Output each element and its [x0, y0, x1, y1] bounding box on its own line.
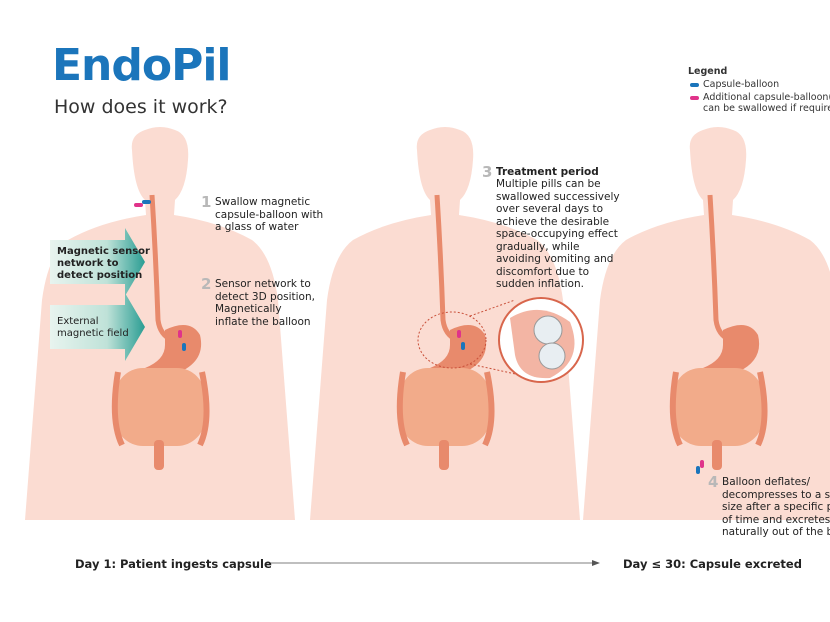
- step-text-line: a glass of water: [215, 221, 299, 233]
- step-4-number: 4: [708, 473, 719, 491]
- step-text-line: achieve the desirable: [496, 215, 610, 228]
- capsule-marker: [182, 343, 186, 351]
- step-text-line: over several days to: [496, 203, 604, 215]
- step-text-line: avoiding vomiting and: [496, 253, 614, 265]
- page-subtitle: How does it work?: [54, 96, 228, 118]
- step-3-number: 3: [482, 163, 493, 181]
- legend-swatch-additional: [690, 96, 699, 100]
- capsule-marker: [696, 466, 700, 474]
- legend-swatch-capsule: [690, 83, 699, 87]
- legend-title: Legend: [688, 66, 728, 77]
- stomach: [430, 325, 487, 376]
- legend-line2: can be swallowed if required: [703, 103, 830, 114]
- page-title: EndoPil: [52, 40, 232, 91]
- legend-line1: Additional capsule-balloon(s): [703, 92, 830, 103]
- capsule-marker: [457, 330, 461, 338]
- timeline-start: Day 1: Patient ingests capsule: [75, 557, 272, 571]
- step-text-line: Sensor network to: [215, 278, 311, 290]
- step-text-line: decompresses to a sm: [722, 488, 830, 501]
- capsule-marker: [142, 200, 151, 204]
- step-text-line: discomfort due to: [496, 265, 590, 278]
- step-2-number: 2: [201, 275, 212, 293]
- step-text-line: space-occupying effect: [496, 228, 618, 240]
- step-text-line: gradually, while: [496, 240, 580, 253]
- step-text-line: Balloon deflates/: [722, 476, 811, 488]
- step-text-line: swallowed successively: [496, 190, 620, 203]
- magnetic-field-arrow: [50, 293, 145, 361]
- step-text-line: Multiple pills can be: [496, 178, 601, 190]
- step-text-line: capsule-balloon with: [215, 208, 324, 221]
- intestines: [673, 368, 763, 446]
- intestines: [400, 368, 490, 446]
- l: Magnetic sensor: [57, 246, 150, 257]
- l: detect position: [57, 270, 143, 281]
- stomach: [703, 325, 760, 376]
- intestines: [115, 368, 205, 446]
- l: network to: [57, 258, 119, 269]
- capsule-marker: [134, 203, 143, 207]
- sensor-arrow: [50, 228, 145, 296]
- step-text-line: Magnetically: [215, 303, 282, 315]
- step-text-line: size after a specific pe: [722, 501, 830, 513]
- step-text-line: of time and excretes: [722, 513, 830, 526]
- step-3-title: Treatment period: [496, 166, 599, 178]
- l: magnetic field: [57, 328, 129, 339]
- timeline-end: Day ≤ 30: Capsule excreted: [623, 557, 802, 571]
- legend-label-capsule: Capsule-balloon: [703, 79, 780, 90]
- legend-label-additional: Additional capsule-balloon(s)can be swal…: [703, 92, 830, 114]
- capsule-marker: [178, 330, 182, 338]
- step-text-line: detect 3D position,: [215, 290, 315, 303]
- capsule-marker: [700, 460, 704, 468]
- step-text-line: inflate the balloon: [215, 315, 311, 328]
- step-text-line: sudden inflation.: [496, 278, 584, 290]
- stomach-zoom-callout: [417, 297, 584, 383]
- body-figure-2: [310, 127, 580, 520]
- step-text-line: naturally out of the b: [722, 526, 830, 538]
- timeline-arrow: [265, 560, 600, 566]
- capsule-marker: [461, 342, 465, 350]
- step-1-number: 1: [201, 193, 212, 211]
- l: External: [57, 316, 99, 327]
- stomach: [145, 325, 202, 376]
- step-text-line: Swallow magnetic: [215, 196, 311, 208]
- body-figure-3: [583, 127, 830, 520]
- body-figure-1: [25, 127, 295, 520]
